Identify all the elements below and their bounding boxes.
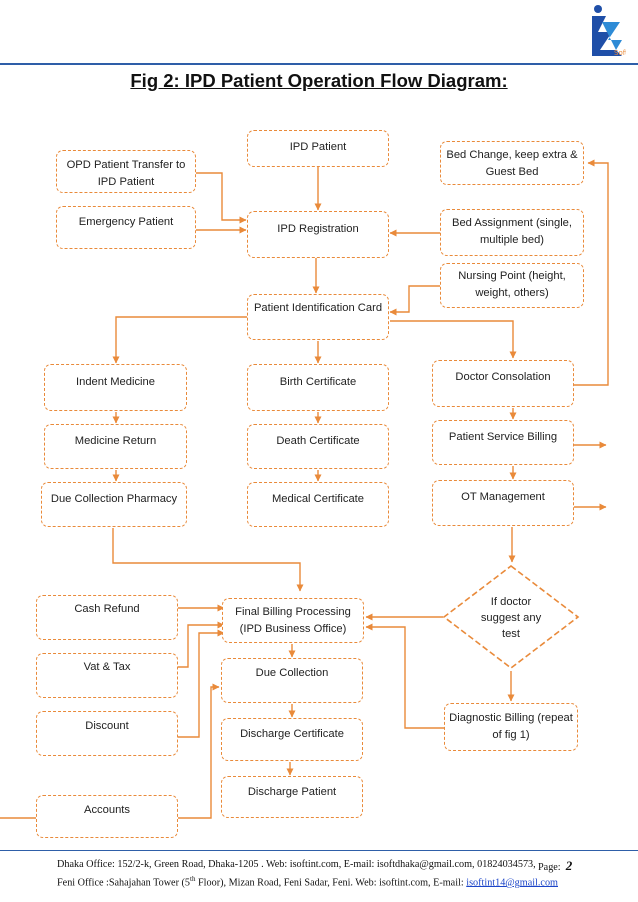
node-birth-certificate: Birth Certificate xyxy=(247,364,389,411)
node-discharge-certificate: Discharge Certificate xyxy=(221,718,363,761)
node-due-collection-pharmacy: Due Collection Pharmacy xyxy=(41,482,187,527)
node-label: Bed Change, keep extra & Guest Bed xyxy=(446,149,578,178)
node-label: OT Management xyxy=(461,491,545,503)
footer-feni-part2: Floor), Mizan Road, Feni Sadar, Feni. We… xyxy=(195,877,467,889)
node-bed-change: Bed Change, keep extra & Guest Bed xyxy=(440,141,584,185)
node-nursing-point: Nursing Point (height, weight, others) xyxy=(440,263,584,308)
node-if-doctor: If doctor suggest any test xyxy=(480,596,542,640)
arrow-diagnostic-to-final xyxy=(365,623,444,729)
node-label: IPD Registration xyxy=(277,223,359,235)
footer-feni-office: Feni Office :Sahajahan Tower (5th Floor)… xyxy=(57,872,558,890)
arrow-nursing-to-id-card xyxy=(389,285,440,316)
arrow-discount-to-final xyxy=(178,629,225,738)
node-discharge-patient: Discharge Patient xyxy=(221,776,363,818)
arrow-accounts-to-final xyxy=(178,683,220,819)
node-opd-transfer: OPD Patient Transfer to IPD Patient xyxy=(56,150,196,193)
arrow-id-card-to-doctor xyxy=(390,320,517,359)
node-label: OPD Patient Transfer to IPD Patient xyxy=(66,159,186,188)
node-label: Discharge Certificate xyxy=(240,728,344,740)
header-rule xyxy=(0,63,638,65)
page-label: Page: xyxy=(538,862,561,873)
node-label: Medicine Return xyxy=(74,435,157,447)
node-discount: Discount xyxy=(36,711,178,756)
node-label: Due Collection xyxy=(255,667,329,679)
node-label: Indent Medicine xyxy=(76,376,155,388)
footer-superscript: th xyxy=(190,875,196,883)
decision-diamond xyxy=(442,564,580,670)
node-cash-refund: Cash Refund xyxy=(36,595,178,640)
node-label: Birth Certificate xyxy=(279,376,357,388)
node-label: Diagnostic Billing (repeat of fig 1) xyxy=(449,712,573,741)
arrow-id-card-to-indent xyxy=(112,316,247,364)
node-patient-service-billing: Patient Service Billing xyxy=(432,420,574,465)
node-label: Death Certificate xyxy=(276,435,360,447)
node-label: Vat & Tax xyxy=(83,661,131,673)
page-title: Fig 2: IPD Patient Operation Flow Diagra… xyxy=(130,70,508,91)
node-doctor-consolation: Doctor Consolation xyxy=(432,360,574,407)
node-label: Emergency Patient xyxy=(78,216,174,228)
node-label: Medical Certificate xyxy=(271,493,365,505)
node-label: Bed Assignment (single, multiple bed) xyxy=(451,217,573,246)
node-due-collection: Due Collection xyxy=(221,658,363,703)
page-number-value: 2 xyxy=(565,858,573,873)
node-final-billing: Final Billing Processing (IPD Business O… xyxy=(222,598,364,643)
node-vat-tax: Vat & Tax xyxy=(36,653,178,698)
footer-rule xyxy=(0,850,638,851)
node-label: IPD Patient xyxy=(289,141,347,153)
page-number: Page: 2 xyxy=(538,858,572,874)
node-ipd-registration: IPD Registration xyxy=(247,211,389,258)
node-medical-certificate: Medical Certificate xyxy=(247,482,389,527)
node-diagnostic-billing: Diagnostic Billing (repeat of fig 1) xyxy=(444,703,578,751)
node-label: Discharge Patient xyxy=(247,786,337,798)
node-label: Cash Refund xyxy=(74,603,140,615)
node-accounts: Accounts xyxy=(36,795,178,838)
isoft-logo-icon: Soft xyxy=(592,5,626,57)
node-patient-id-card: Patient Identification Card xyxy=(247,294,389,340)
footer-feni-part1: Feni Office :Sahajahan Tower (5 xyxy=(57,877,191,889)
node-label: Patient Service Billing xyxy=(448,431,558,443)
node-bed-assignment: Bed Assignment (single, multiple bed) xyxy=(440,209,584,256)
node-emergency-patient: Emergency Patient xyxy=(56,206,196,249)
node-label: Patient Identification Card xyxy=(253,302,383,314)
node-indent-medicine: Indent Medicine xyxy=(44,364,187,411)
arrow-due-pharmacy-to-final xyxy=(112,528,304,592)
node-label: Nursing Point (height, weight, others) xyxy=(458,270,566,299)
node-medicine-return: Medicine Return xyxy=(44,424,187,469)
footer: Dhaka Office: 152/2-k, Green Road, Dhaka… xyxy=(57,858,558,890)
logo-text: Soft xyxy=(614,49,626,57)
node-ipd-patient: IPD Patient xyxy=(247,130,389,167)
node-label: Final Billing Processing (IPD Business O… xyxy=(235,606,351,635)
node-ot-management: OT Management xyxy=(432,480,574,526)
node-label: Doctor Consolation xyxy=(455,371,551,383)
arrow-doctor-to-bed-change xyxy=(574,159,609,386)
node-death-certificate: Death Certificate xyxy=(247,424,389,469)
footer-email-link[interactable]: isoftint14@gmail.com xyxy=(466,877,558,889)
node-label: Discount xyxy=(85,720,129,732)
node-label: Due Collection Pharmacy xyxy=(50,493,178,505)
arrow-opd-to-registration xyxy=(196,172,247,224)
arrow-vat-to-final xyxy=(178,621,225,668)
footer-dhaka-office: Dhaka Office: 152/2-k, Green Road, Dhaka… xyxy=(57,859,536,870)
node-label: Accounts xyxy=(83,804,131,816)
